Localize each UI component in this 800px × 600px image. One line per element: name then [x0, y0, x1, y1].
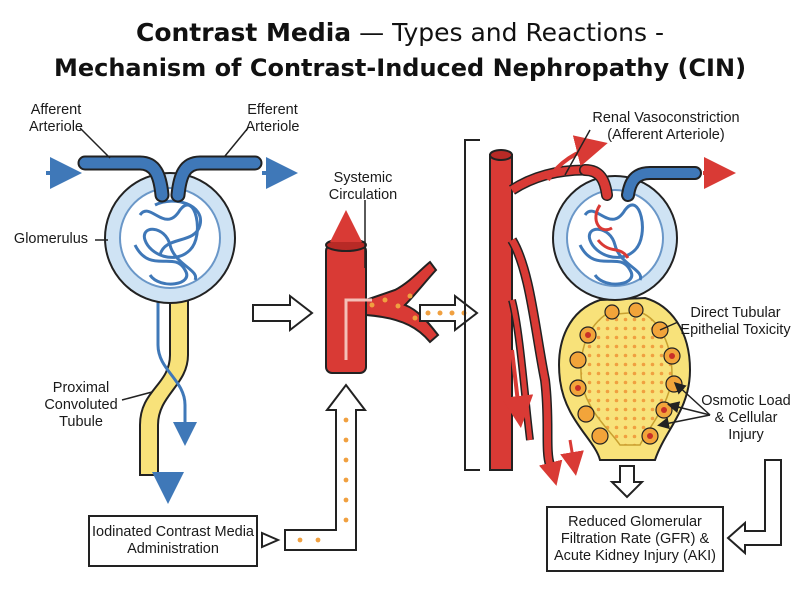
administration-arrow — [284, 383, 368, 551]
administration-box: Iodinated Contrast Media Administration — [88, 515, 258, 567]
osmotic-load-label: Osmotic Load & Cellular Injury — [701, 393, 791, 443]
flow-arrow — [252, 293, 314, 333]
page-subtitle: Mechanism of Contrast-Induced Nephropath… — [53, 54, 747, 82]
efferent-arteriole-label: Efferent Arteriole — [245, 102, 300, 135]
proximal-tubule — [130, 289, 189, 476]
normal-nephron — [46, 127, 298, 504]
damaged-kidney — [464, 129, 736, 486]
feedback-arrow — [726, 459, 782, 556]
outcome-box: Reduced Glomerular Filtration Rate (GFR)… — [546, 506, 724, 572]
glomerulus-label: Glomerulus — [13, 231, 89, 247]
afferent-arteriole-label: Afferent Arteriole — [29, 102, 83, 135]
systemic-circulation-label: Systemic Circulation — [328, 170, 398, 203]
flow-arrow — [609, 465, 645, 499]
systemic-circulation-vessel — [325, 200, 440, 374]
proximal-tubule-label: Proximal Convoluted Tubule — [44, 380, 118, 430]
renal-vasoconstriction-label: Renal Vasoconstriction (Afferent Arterio… — [592, 110, 740, 143]
direct-toxicity-label: Direct Tubular Epithelial Toxicity — [680, 305, 791, 338]
page-title: Contrast Media — Types and Reactions - — [135, 18, 665, 47]
